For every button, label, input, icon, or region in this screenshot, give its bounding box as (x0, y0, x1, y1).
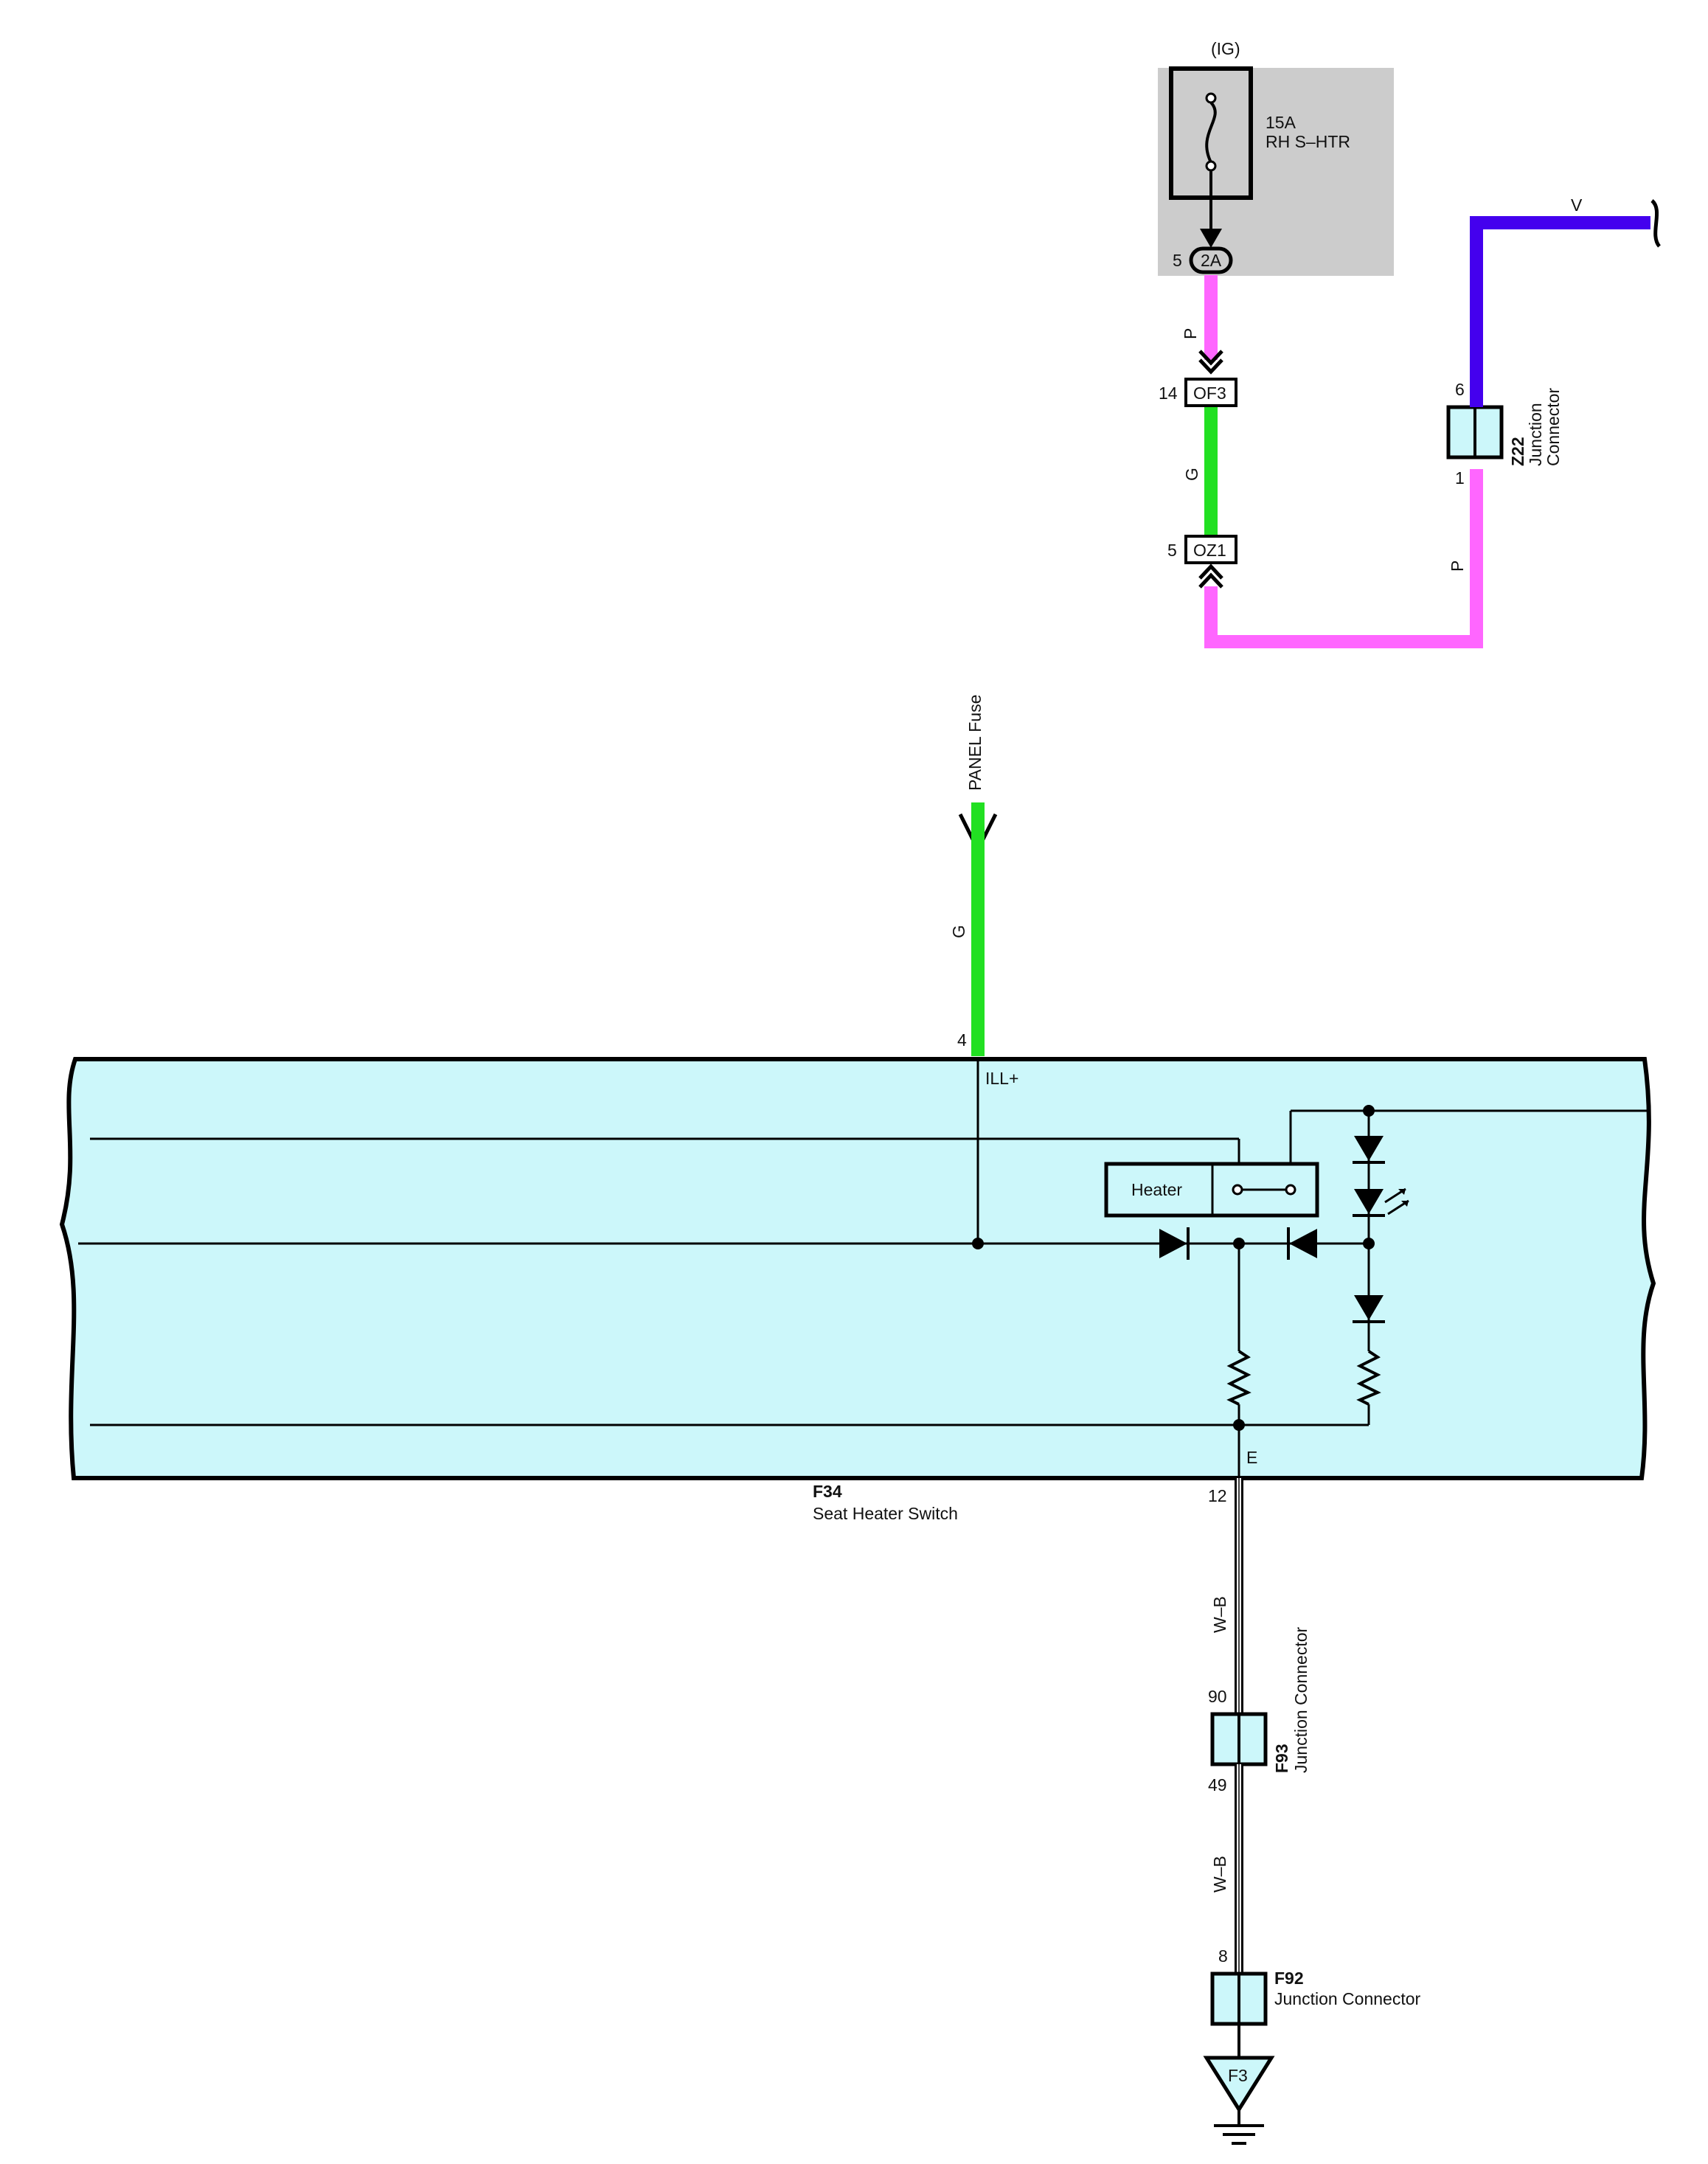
switch-code: F34 (813, 1482, 842, 1501)
connector-oz1-pin: 5 (1167, 541, 1177, 560)
switch-pin-ill: 4 (957, 1030, 967, 1050)
diode-lower-icon (1353, 1295, 1385, 1323)
connector-f93-pin-top: 90 (1208, 1687, 1227, 1706)
diode-upper-icon (1353, 1136, 1385, 1164)
fuse-name: RH S–HTR (1266, 132, 1350, 151)
connector-z22-pin-bottom: 1 (1455, 468, 1465, 488)
connector-of3-code: OF3 (1193, 384, 1226, 403)
led-icon (1353, 1187, 1409, 1217)
heater-label: Heater (1131, 1180, 1182, 1199)
connector-oz1-code: OZ1 (1193, 541, 1226, 560)
connector-f92-pin-top: 8 (1218, 1946, 1228, 1966)
connector-z22-desc: Junction Connector (1526, 388, 1563, 466)
chevron-down-icon (1198, 350, 1223, 375)
switch-contact-icon (1232, 1184, 1296, 1196)
resistor-right-icon (1356, 1350, 1381, 1406)
ground-icon (1214, 2109, 1264, 2145)
ground-triangle (1203, 2056, 1275, 2113)
connector-z22-pin-top: 6 (1455, 380, 1465, 399)
panel-fuse-label: PANEL Fuse (965, 695, 985, 791)
ground-code: F3 (1228, 2066, 1248, 2085)
diode-left-icon (1159, 1227, 1190, 1260)
wire-pink-lower (1204, 469, 1483, 648)
connector-f92-code: F92 (1274, 1969, 1304, 1988)
connector-2a-body (1189, 246, 1233, 274)
connector-of3-pin: 14 (1159, 384, 1178, 403)
wire-wb-lower-label: W–B (1210, 1856, 1229, 1893)
wire-wb-upper-label: W–B (1210, 1596, 1229, 1633)
connector-f93-pin-bottom: 49 (1208, 1775, 1227, 1794)
wire-pink-fuse-label: P (1181, 328, 1200, 339)
junction-dots (972, 1105, 1375, 1431)
switch-term-e: E (1246, 1448, 1257, 1467)
connector-oz1-body (1184, 535, 1237, 564)
arrow-down-icon (1200, 229, 1222, 248)
connector-2a-code: 2A (1201, 251, 1222, 270)
switch-internal-lines (78, 1059, 1650, 1478)
connector-2a-pin: 5 (1173, 251, 1182, 270)
diode-right-icon (1287, 1227, 1317, 1260)
wire-green-panel-label: G (949, 925, 968, 938)
wire-break-icon (1650, 199, 1662, 248)
switch-body (59, 1057, 1656, 1480)
wire-green-upper-label: G (1182, 468, 1201, 481)
connector-f92-desc: Junction Connector (1274, 1989, 1421, 2008)
fuse-supply-label: (IG) (1211, 39, 1240, 58)
wire-violet (1470, 216, 1650, 407)
connector-f93-code: F93 (1272, 1744, 1291, 1773)
switch-term-ill: ILL+ (985, 1069, 1018, 1088)
fuse-rating: 15A (1266, 113, 1296, 132)
switch-name: Seat Heater Switch (813, 1504, 958, 1523)
chevron-up-icon (1198, 563, 1223, 589)
fuse-icon (1205, 92, 1217, 172)
wire-violet-label: V (1571, 195, 1583, 215)
connector-f93-desc: Junction Connector (1291, 1626, 1310, 1773)
resistor-left-icon (1226, 1350, 1252, 1406)
switch-pin-e: 12 (1208, 1486, 1227, 1505)
wire-pink-lower-label: P (1448, 561, 1467, 572)
connector-of3-body (1184, 378, 1237, 407)
connector-z22-code: Z22 (1508, 437, 1527, 466)
